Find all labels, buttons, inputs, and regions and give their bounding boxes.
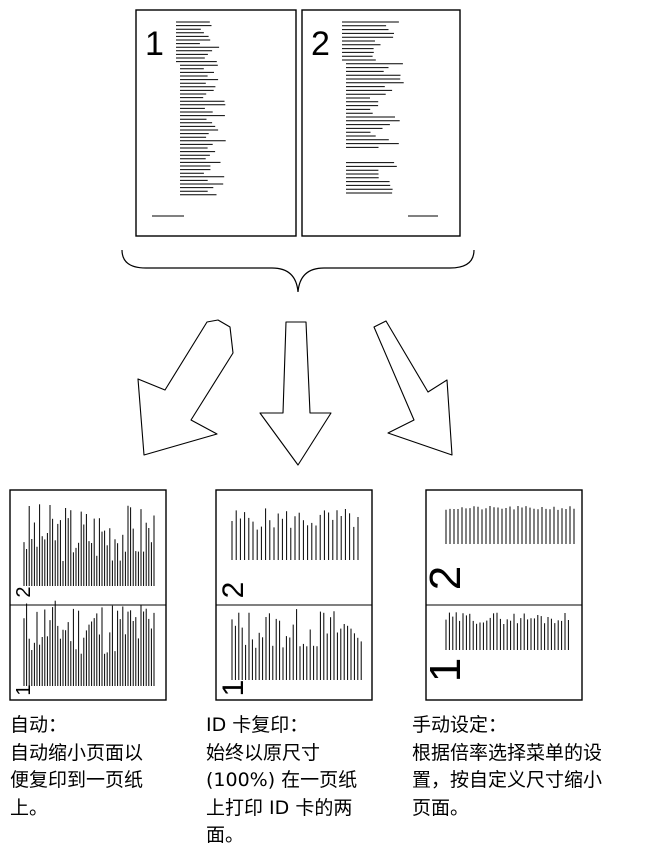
caption-auto-title: 自动： xyxy=(10,714,68,736)
caption-auto-line: 上。 xyxy=(10,796,49,819)
result-page-manual-number-2: 2 xyxy=(421,566,470,590)
arrow-right xyxy=(373,320,453,456)
source-page-2-text-lines xyxy=(342,21,438,217)
source-page-1-number: 1 xyxy=(145,25,164,63)
caption-id-card-line: 面。 xyxy=(206,824,245,846)
caption-manual-line: 置，按自定义尺寸缩小 xyxy=(412,769,603,791)
grouping-brace xyxy=(121,249,475,293)
result-page-id-card-upper-lines xyxy=(231,508,359,560)
caption-auto-line: 自动缩小页面以 xyxy=(10,741,144,764)
source-page-2: 2 xyxy=(301,9,461,237)
result-page-manual-number-1: 1 xyxy=(421,658,470,682)
result-page-auto-upper-lines xyxy=(23,504,155,586)
source-page-2-number: 2 xyxy=(311,25,330,63)
caption-id-card-line: 上打印 ID 卡的两 xyxy=(206,796,353,819)
caption-auto-line: 便复印到一页纸 xyxy=(10,769,144,791)
result-page-id-card-number-2: 2 xyxy=(217,582,250,599)
caption-id-card: ID 卡复印： 始终以原尺寸 (100%) 在一页纸 上打印 ID 卡的两 面。 xyxy=(206,712,357,850)
caption-id-card-line: 始终以原尺寸 xyxy=(206,741,321,764)
caption-auto: 自动： 自动缩小页面以 便复印到一页纸 上。 xyxy=(10,712,143,822)
result-page-auto-number-2: 2 xyxy=(13,586,35,597)
result-page-manual-upper-lines xyxy=(445,506,575,544)
result-page-manual: 2 1 xyxy=(421,489,583,701)
caption-id-card-line: (100%) 在一页纸 xyxy=(206,769,358,791)
result-page-id-card: 2 1 xyxy=(215,489,373,701)
result-page-manual-lower-lines xyxy=(445,612,569,650)
result-page-auto-number-1: 1 xyxy=(13,684,35,695)
caption-manual-title: 手动设定： xyxy=(412,714,508,736)
result-page-auto-lower-lines xyxy=(23,600,155,686)
result-page-id-card-number-1: 1 xyxy=(217,680,250,697)
arrow-center xyxy=(259,321,332,466)
caption-manual-line: 页面。 xyxy=(412,796,470,819)
caption-manual-line: 根据倍率选择菜单的设 xyxy=(412,741,603,764)
result-page-id-card-lower-lines xyxy=(231,609,362,680)
result-page-auto: 2 1 xyxy=(9,489,167,701)
caption-manual: 手动设定： 根据倍率选择菜单的设 置，按自定义尺寸缩小 页面。 xyxy=(412,712,602,822)
caption-id-card-title: ID 卡复印： xyxy=(206,714,309,736)
arrow-left xyxy=(137,319,234,456)
source-page-1: 1 xyxy=(135,9,297,237)
source-page-1-text-lines xyxy=(152,21,226,217)
